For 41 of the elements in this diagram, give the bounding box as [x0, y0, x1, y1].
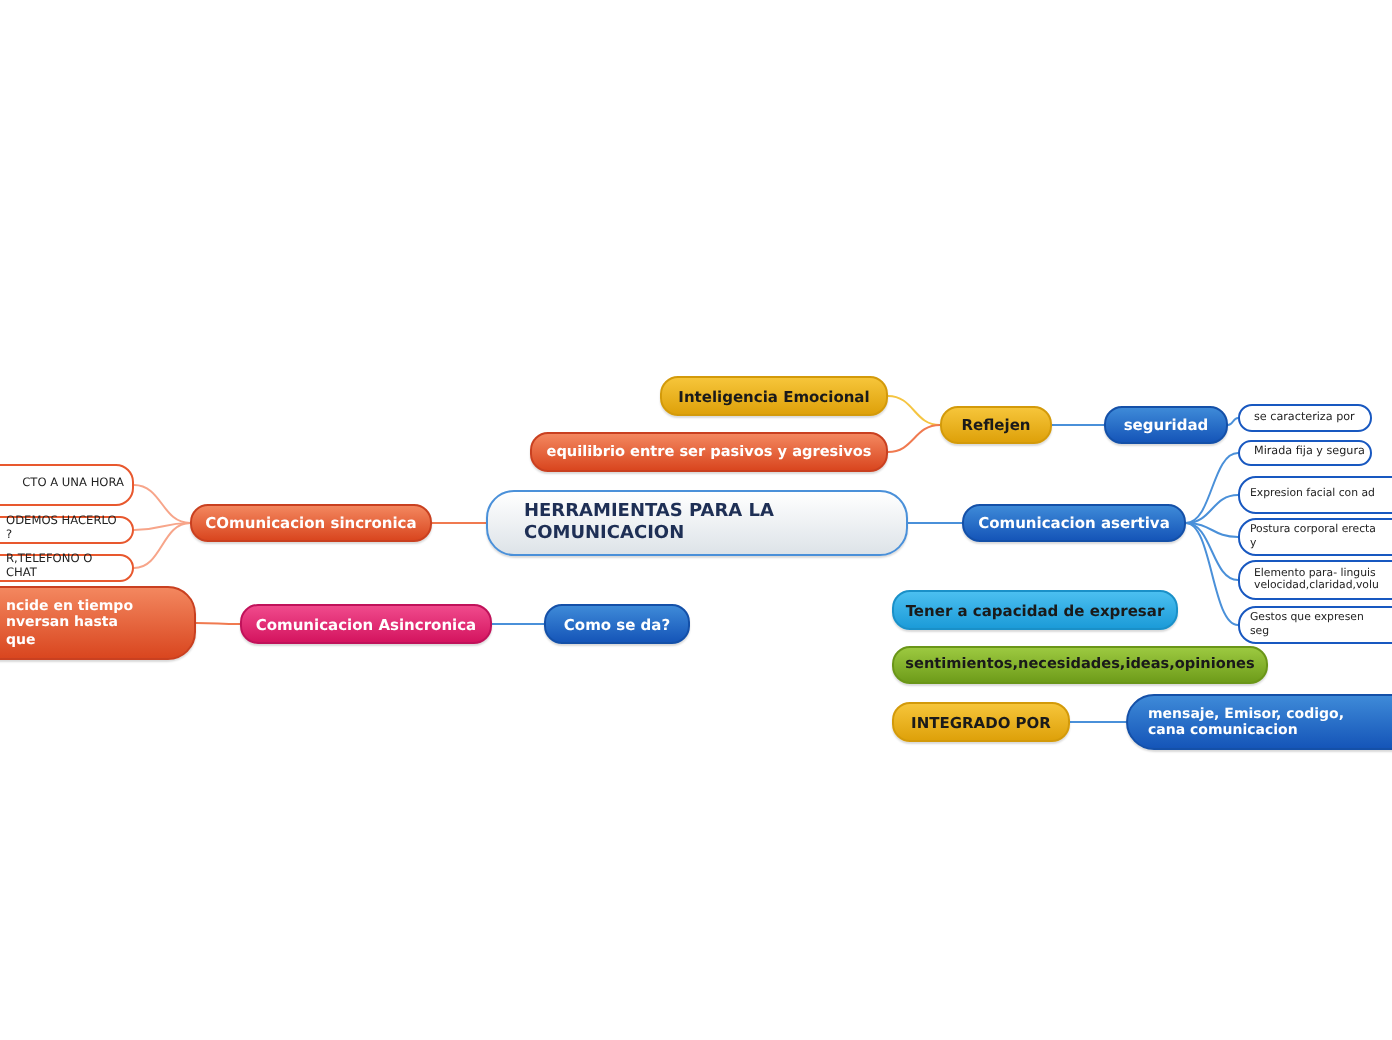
topic-box	[892, 702, 1070, 742]
subtopic-box	[0, 516, 134, 544]
connector-line	[1069, 721, 1127, 723]
subtopic-box	[1238, 606, 1392, 644]
subtopic-box	[1238, 518, 1392, 556]
subtopic-box	[1238, 440, 1372, 466]
connector-line	[1185, 522, 1239, 538]
connector-line	[133, 522, 191, 569]
topic-box	[1126, 694, 1392, 750]
connector-line	[133, 484, 191, 524]
topic-box	[544, 604, 690, 644]
topic-box	[240, 604, 492, 644]
topic-box	[892, 590, 1178, 630]
topic-box	[962, 504, 1186, 542]
topic-box	[530, 432, 888, 472]
node-text: HERRAMIENTAS PARA LA COMUNICACION	[524, 501, 776, 545]
connector-line	[1185, 522, 1239, 581]
topic-box	[0, 586, 196, 660]
topic-box	[1104, 406, 1228, 444]
subtopic-box	[1238, 404, 1372, 432]
subtopic-box	[1238, 560, 1392, 600]
connector-line	[1051, 424, 1105, 426]
subtopic-box	[1238, 476, 1392, 514]
subtopic-box	[0, 464, 134, 506]
connector-line	[887, 395, 941, 426]
connector-line	[887, 424, 941, 453]
topic-box	[892, 646, 1268, 684]
topic-box	[660, 376, 888, 416]
connector-line	[491, 623, 545, 625]
connector-line	[907, 522, 963, 524]
connector-line	[1227, 417, 1239, 426]
central-topic-box	[486, 490, 908, 556]
connector-line	[133, 522, 191, 531]
connector-line	[195, 622, 241, 625]
connector-line	[431, 522, 487, 524]
topic-box	[940, 406, 1052, 444]
connector-line	[1185, 452, 1239, 524]
connector-line	[1185, 494, 1239, 524]
topic-box	[190, 504, 432, 542]
connector-line	[1185, 522, 1239, 626]
subtopic-box	[0, 554, 134, 582]
